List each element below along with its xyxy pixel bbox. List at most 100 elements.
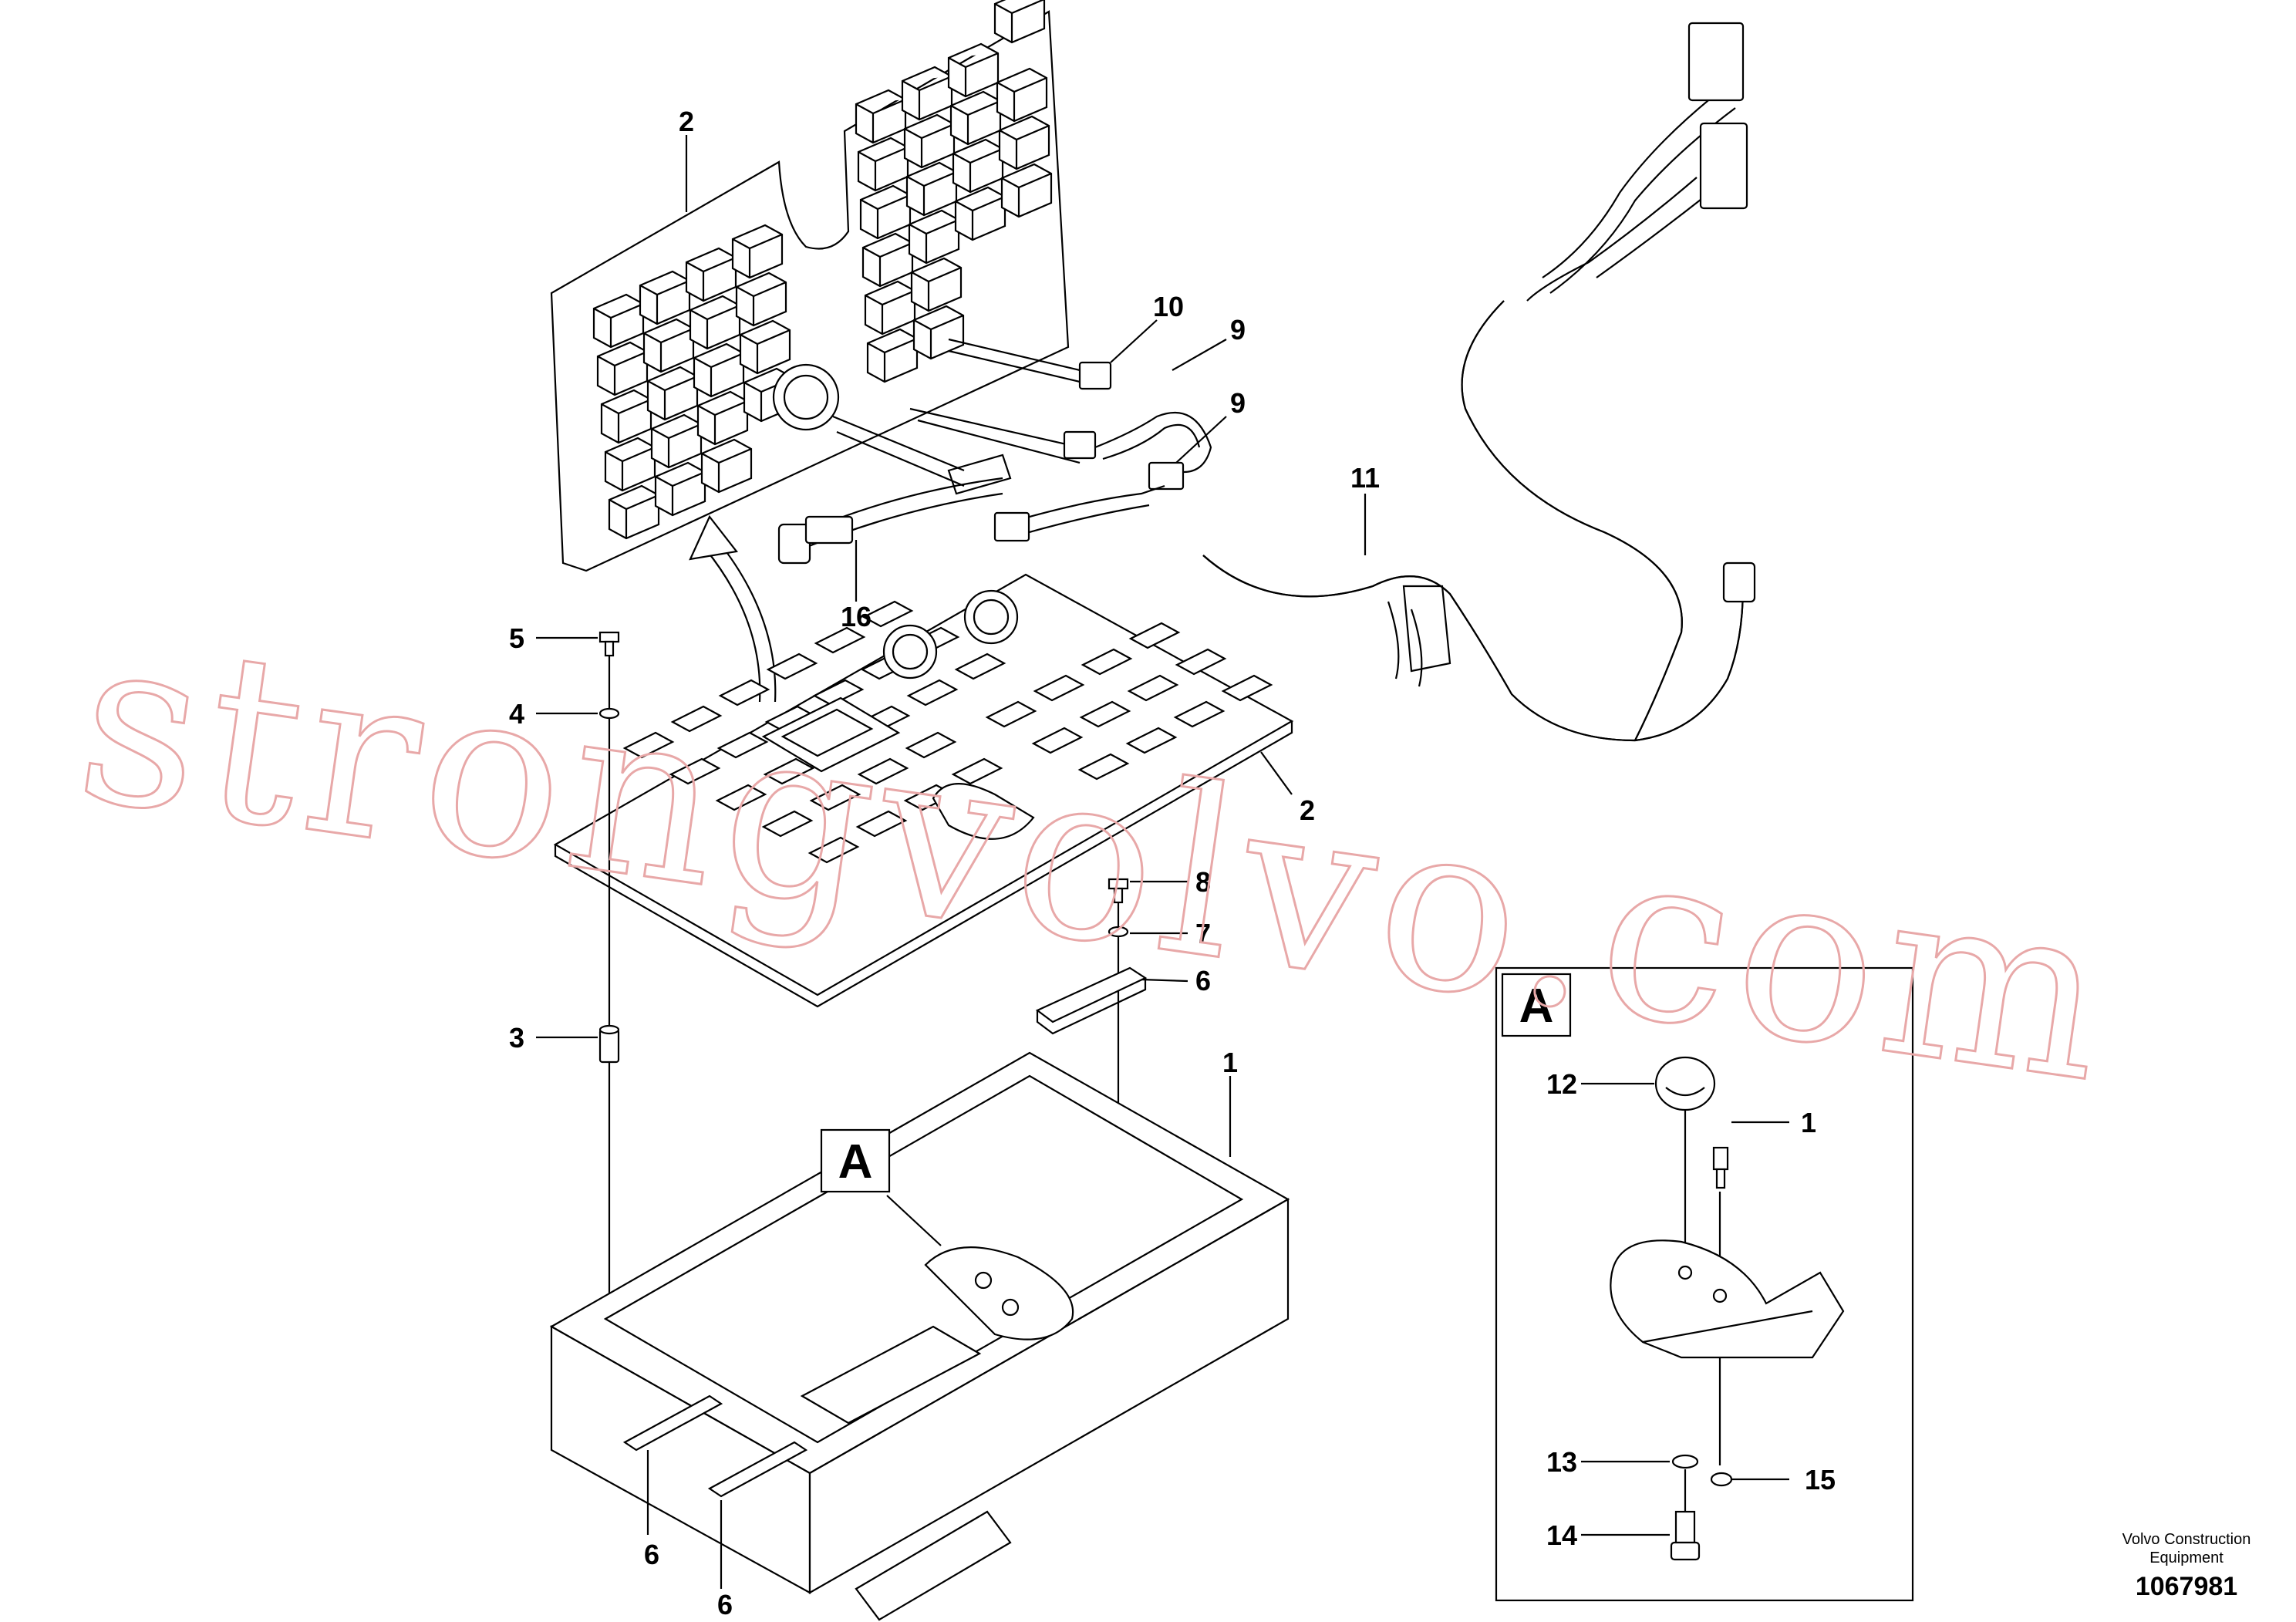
dashboard-switch bbox=[807, 836, 860, 864]
callout-1-detail: 1 bbox=[1801, 1107, 1816, 1138]
dashboard-switch bbox=[857, 757, 909, 785]
relay-block bbox=[608, 484, 660, 540]
callout-1-housing: 1 bbox=[1222, 1047, 1238, 1078]
dashboard-switch bbox=[1173, 700, 1226, 728]
relay-block bbox=[592, 293, 645, 349]
dashboard-switch bbox=[1128, 622, 1181, 649]
relay-block bbox=[859, 184, 912, 240]
dashboard-switch bbox=[954, 653, 1006, 680]
relay-block bbox=[685, 247, 737, 302]
dashboard-switch bbox=[905, 731, 957, 759]
callout-6-right: 6 bbox=[717, 1589, 733, 1620]
document-number: 1067981 bbox=[2136, 1572, 2237, 1601]
leader-lines bbox=[536, 135, 1367, 1589]
relay-block bbox=[1000, 163, 1053, 218]
callout-labels: 2 10 9 9 11 16 5 4 2 8 7 6 3 1 6 6 12 1 … bbox=[509, 106, 1836, 1620]
relay-panel bbox=[550, 0, 1070, 572]
relay-block bbox=[866, 328, 919, 383]
relay-block bbox=[993, 0, 1046, 44]
callout-2-relay-panel: 2 bbox=[679, 106, 694, 137]
dashboard-switch bbox=[1031, 727, 1084, 754]
callout-12: 12 bbox=[1546, 1068, 1577, 1100]
dashboard-switch bbox=[814, 626, 866, 654]
dashboard-switches bbox=[622, 600, 1273, 864]
callout-15: 15 bbox=[1805, 1464, 1836, 1496]
relay-block bbox=[912, 305, 965, 360]
dashboard-switch bbox=[809, 784, 861, 811]
callout-3: 3 bbox=[509, 1022, 524, 1054]
dashboard-switch bbox=[718, 679, 770, 706]
callout-16: 16 bbox=[841, 601, 872, 632]
relay-block bbox=[855, 89, 907, 144]
relay-block bbox=[947, 42, 1000, 98]
dashboard-switch bbox=[1125, 727, 1178, 754]
dashboard-switch bbox=[670, 705, 723, 733]
dashboard-switch bbox=[766, 653, 818, 680]
relay-block bbox=[901, 66, 953, 121]
relay-block bbox=[693, 342, 745, 398]
dashboard-switch bbox=[1127, 674, 1179, 702]
dashboard-switch bbox=[1077, 753, 1130, 781]
relay-block bbox=[654, 461, 706, 517]
relay-block bbox=[954, 186, 1006, 241]
dashboard-switch bbox=[1221, 674, 1273, 702]
callout-5: 5 bbox=[509, 622, 524, 654]
callout-14: 14 bbox=[1546, 1519, 1577, 1551]
callout-9-lower: 9 bbox=[1230, 387, 1246, 419]
callout-9-upper: 9 bbox=[1230, 314, 1246, 346]
relay-block bbox=[910, 257, 963, 312]
fastener-stack-left bbox=[598, 631, 620, 1342]
relay-block bbox=[998, 115, 1050, 170]
fastener-stack-right bbox=[1035, 878, 1148, 1273]
relay-block bbox=[731, 224, 784, 279]
dashboard-switch bbox=[1081, 648, 1133, 676]
callout-10: 10 bbox=[1153, 291, 1184, 322]
relay-block bbox=[739, 319, 791, 375]
dashboard-switch bbox=[669, 757, 721, 785]
detail-a bbox=[1495, 966, 1914, 1602]
dashboard-switch bbox=[763, 757, 815, 785]
callout-8: 8 bbox=[1195, 866, 1211, 898]
detail-box-label: A bbox=[1519, 980, 1554, 1033]
relay-block bbox=[689, 295, 741, 350]
dashboard-switch bbox=[716, 731, 769, 759]
relay-block bbox=[908, 209, 960, 265]
detail-tag: A bbox=[838, 1135, 873, 1189]
callout-2-dashboard: 2 bbox=[1300, 794, 1315, 826]
relay-block bbox=[949, 90, 1002, 146]
housing-box bbox=[549, 1051, 1290, 1621]
relay-blocks bbox=[592, 0, 1053, 540]
dashboard-switch bbox=[855, 810, 908, 838]
credit-line-2: Equipment bbox=[2149, 1549, 2224, 1566]
callout-7: 7 bbox=[1195, 918, 1211, 949]
dashboard-switch bbox=[1033, 674, 1085, 702]
relay-block bbox=[857, 137, 909, 192]
relay-block bbox=[996, 67, 1048, 123]
callout-6-left: 6 bbox=[644, 1539, 659, 1570]
relay-block bbox=[952, 138, 1004, 194]
dashboard-switch bbox=[906, 679, 959, 706]
callout-4: 4 bbox=[509, 698, 524, 730]
credit-line-1: Volvo Construction bbox=[2122, 1531, 2251, 1548]
relay-block bbox=[700, 438, 753, 494]
callout-11: 11 bbox=[1350, 462, 1380, 494]
dashboard-switch bbox=[761, 810, 814, 838]
dashboard-switch bbox=[1175, 648, 1227, 676]
callout-6-strip: 6 bbox=[1195, 965, 1211, 996]
dashboard-switch bbox=[715, 784, 767, 811]
dashboard-switch bbox=[1079, 700, 1131, 728]
dashboard-switch bbox=[861, 600, 914, 628]
dashboard-switch bbox=[622, 731, 675, 759]
dashboard-switch bbox=[951, 757, 1003, 785]
dashboard-switch bbox=[985, 700, 1037, 728]
harness-11 bbox=[1202, 22, 1756, 742]
relay-block bbox=[735, 271, 787, 327]
detail-tag-group: A bbox=[820, 1128, 891, 1193]
harness-16 bbox=[772, 338, 1212, 565]
dashboard-panel bbox=[553, 573, 1294, 1008]
assembly-arrow bbox=[689, 514, 777, 703]
dashboard-switch bbox=[812, 679, 865, 706]
relay-block bbox=[696, 390, 749, 446]
callout-13: 13 bbox=[1546, 1446, 1577, 1478]
